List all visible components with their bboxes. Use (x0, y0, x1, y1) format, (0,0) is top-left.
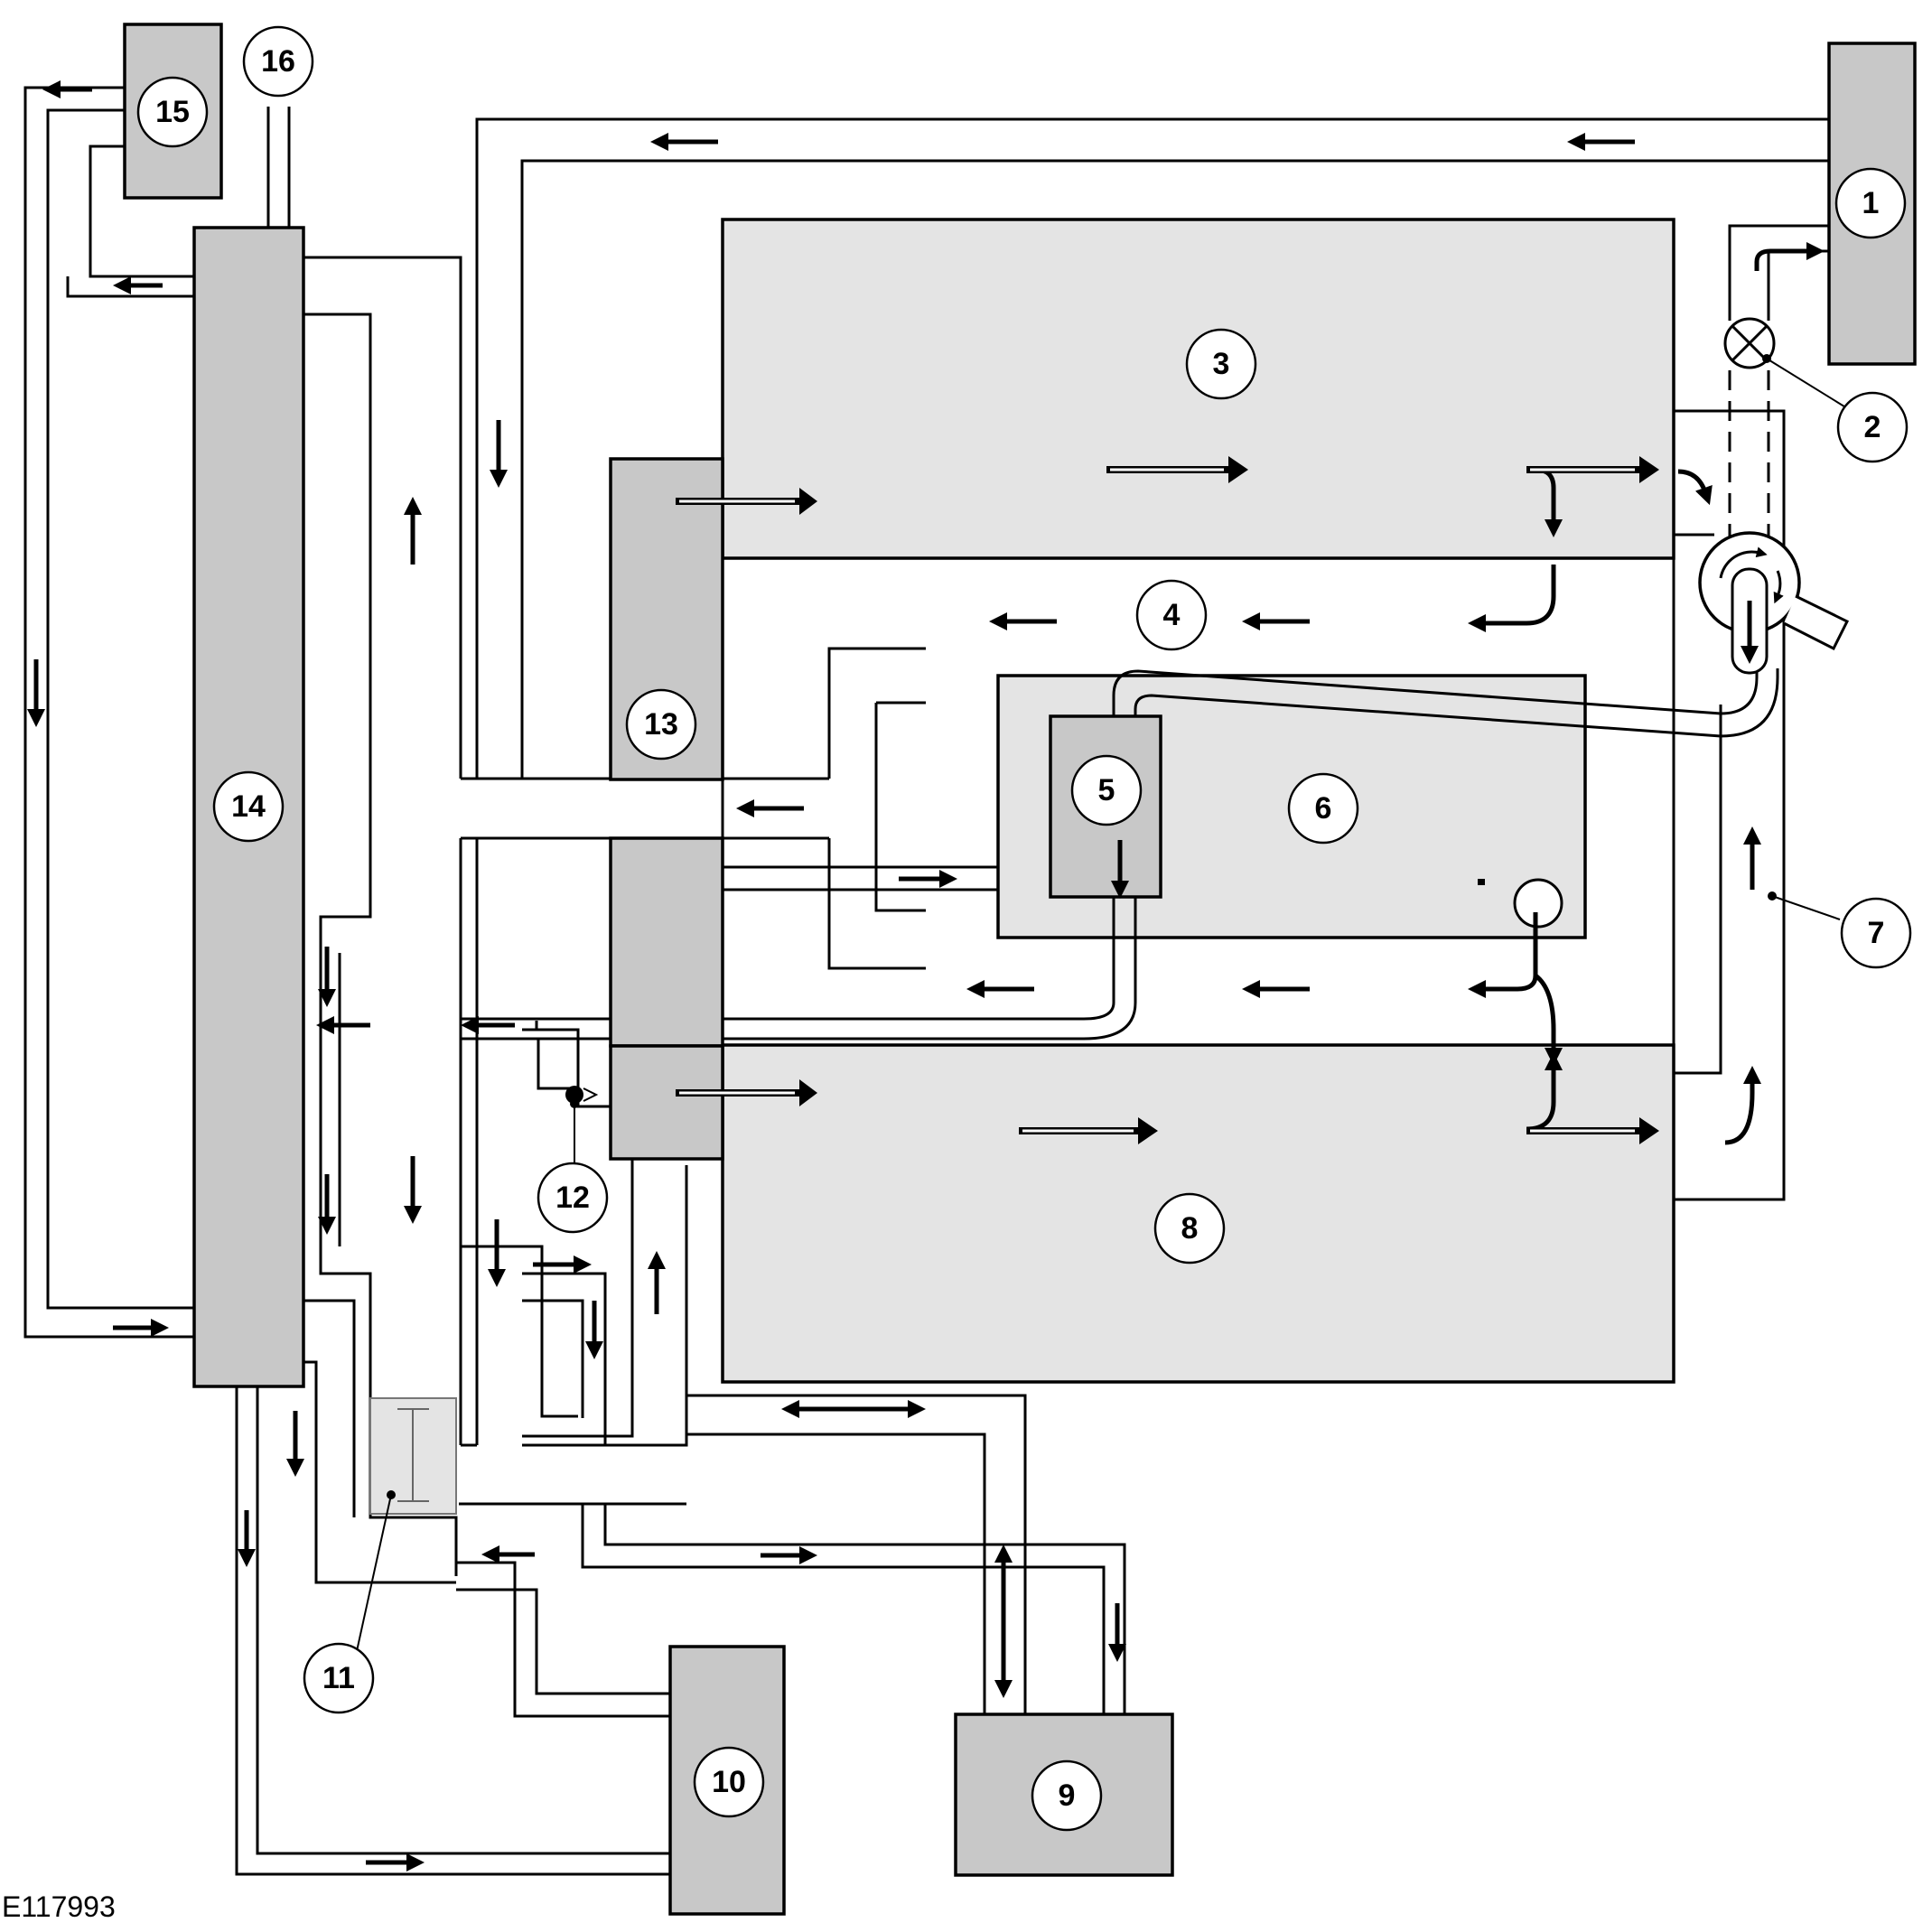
svg-text:8: 8 (1181, 1211, 1199, 1246)
component-5 (1049, 714, 1162, 899)
svg-text:16: 16 (261, 44, 295, 79)
callout-7: 7 (1840, 897, 1912, 969)
svg-text:7: 7 (1868, 916, 1885, 950)
callout-10: 10 (693, 1746, 765, 1818)
callout-13: 13 (625, 688, 697, 761)
svg-text:6: 6 (1315, 791, 1332, 826)
svg-text:12: 12 (555, 1181, 590, 1215)
callout-1: 1 (1834, 167, 1907, 239)
non-return-valve-12 (565, 1086, 599, 1104)
callout-4: 4 (1135, 579, 1208, 651)
svg-text:11: 11 (322, 1661, 355, 1695)
svg-text:5: 5 (1098, 773, 1115, 807)
crossover-tube (461, 668, 1779, 1041)
bidirectional-arrows (781, 1400, 1013, 1698)
callout-8: 8 (1153, 1192, 1226, 1265)
callout-3: 3 (1185, 328, 1257, 400)
callout-15: 15 (136, 76, 209, 148)
heater-core-10 (668, 1645, 786, 1916)
callout-14: 14 (212, 770, 285, 843)
junction-block-upper (609, 836, 724, 1048)
svg-text:2: 2 (1864, 410, 1881, 444)
callout-9: 9 (1031, 1759, 1103, 1832)
callout-6: 6 (1287, 772, 1359, 845)
bypass-restrictor-11 (369, 1397, 457, 1515)
svg-text:15: 15 (155, 95, 190, 129)
callout-5: 5 (1070, 754, 1143, 826)
svg-text:1: 1 (1862, 186, 1880, 220)
svg-text:4: 4 (1163, 598, 1181, 632)
svg-text:9: 9 (1059, 1778, 1076, 1813)
callout-16: 16 (242, 25, 314, 98)
svg-text:3: 3 (1213, 347, 1230, 381)
callout-11: 11 (303, 1642, 375, 1714)
sensor-port (1513, 878, 1563, 929)
svg-text:14: 14 (231, 789, 266, 824)
figure-id: E117993 (2, 1890, 116, 1923)
svg-text:13: 13 (644, 707, 678, 742)
coolant-flow-hollow-arrows (676, 456, 1659, 1144)
callout-2: 2 (1836, 391, 1909, 463)
valve-2-icon (1723, 317, 1776, 369)
coolant-pump-icon (1698, 531, 1850, 675)
junction-block-lower (609, 1044, 724, 1161)
svg-text:10: 10 (712, 1765, 746, 1799)
callout-12: 12 (537, 1162, 609, 1234)
flow-arrows (27, 80, 1761, 1871)
leader-lines (356, 354, 1853, 1652)
coolant-lines (23, 86, 1829, 1876)
